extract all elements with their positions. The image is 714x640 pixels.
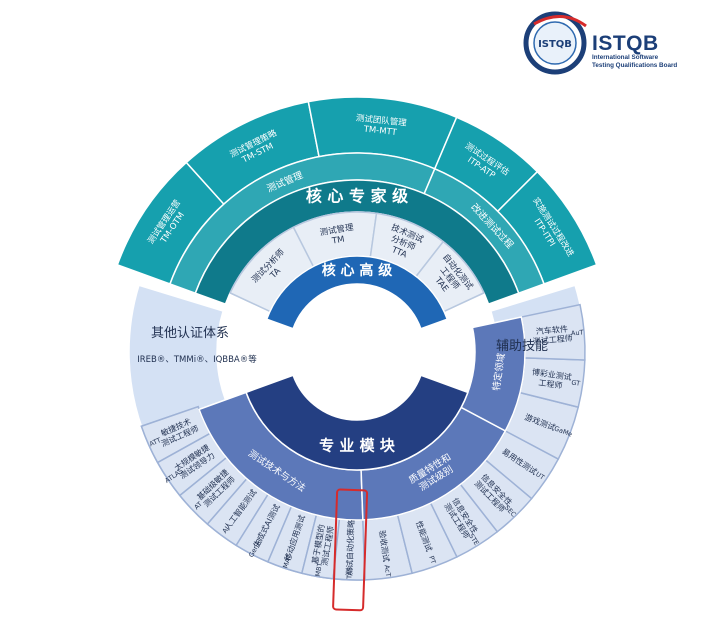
- istqb-seal-icon: ISTQB: [523, 11, 587, 75]
- expert-module-label-line: 测试团队管理: [355, 112, 407, 128]
- ctfl-subtitle: 基础级: [331, 356, 383, 377]
- specialist-module-code: TAS: [345, 567, 353, 580]
- logo-subtitle: International Software Testing Qualifica…: [592, 54, 677, 69]
- specialist-band: [245, 374, 469, 471]
- other-certifications-title: 其他认证体系: [151, 326, 229, 341]
- specialist-module-code: AT: [193, 500, 204, 511]
- advanced-band-label: 核 心 高 级: [322, 262, 394, 279]
- specialist-module-label-line: 测试工程师: [532, 333, 573, 346]
- ctfl-title: CTFL: [330, 325, 385, 349]
- logo-subtitle-line1: International Software: [592, 54, 659, 61]
- specialist-band-label: 专 业 模 块: [319, 436, 396, 454]
- tas-highlight-box: [332, 488, 369, 612]
- expert-band-label: 核 心 专 家 级: [306, 187, 409, 206]
- specialist-module-code: UT: [534, 470, 546, 482]
- specialist-module-code: AI: [221, 525, 231, 535]
- specialist-module-code: AuT: [571, 328, 584, 337]
- other-certifications-subtitle: IREB®、TMMi®、IQBBA®等: [137, 354, 257, 365]
- specialist-module-label: 测试自动化策略: [344, 520, 356, 576]
- expert-module-label: 测试团队管理TM-MTT: [354, 112, 407, 138]
- specialist-group-domains: [460, 316, 526, 432]
- specialist-module-label: 汽车软件测试工程师: [532, 323, 574, 346]
- specialist-group-right-label: 特定领域: [490, 352, 507, 392]
- specialist-module-label-line: 工程师: [538, 377, 563, 390]
- specialist-module-code: AcT: [383, 564, 393, 577]
- supplementary-skills-title: 辅助技能: [496, 339, 548, 354]
- specialist-module-label-line: 测试自动化策略: [344, 520, 356, 576]
- advanced-band: [265, 255, 449, 330]
- specialist-module-label-line: 验收测试: [377, 530, 391, 563]
- specialist-module-code: MBT: [314, 562, 324, 577]
- specialist-module-code: PT: [427, 555, 437, 565]
- specialist-module-code: MAT: [281, 554, 293, 569]
- other-certifications-panel: [128, 284, 227, 431]
- istqb-logo: ISTQB ISTQB International Software Testi…: [522, 10, 702, 80]
- specialist-module-label: 验收测试: [377, 530, 391, 563]
- logo-subtitle-line2: Testing Qualifications Board: [592, 61, 678, 69]
- specialist-module-code: GT: [571, 379, 581, 388]
- specialist-module-label-line: 汽车软件: [535, 324, 568, 337]
- advanced-module-label: 技术测试分析师TTA: [382, 222, 426, 264]
- advanced-module-label-line: TM: [330, 235, 345, 247]
- seal-text: ISTQB: [538, 39, 572, 50]
- logo-wordmark: ISTQB: [592, 32, 659, 55]
- expert-module-label-line: TM-MTT: [362, 124, 398, 138]
